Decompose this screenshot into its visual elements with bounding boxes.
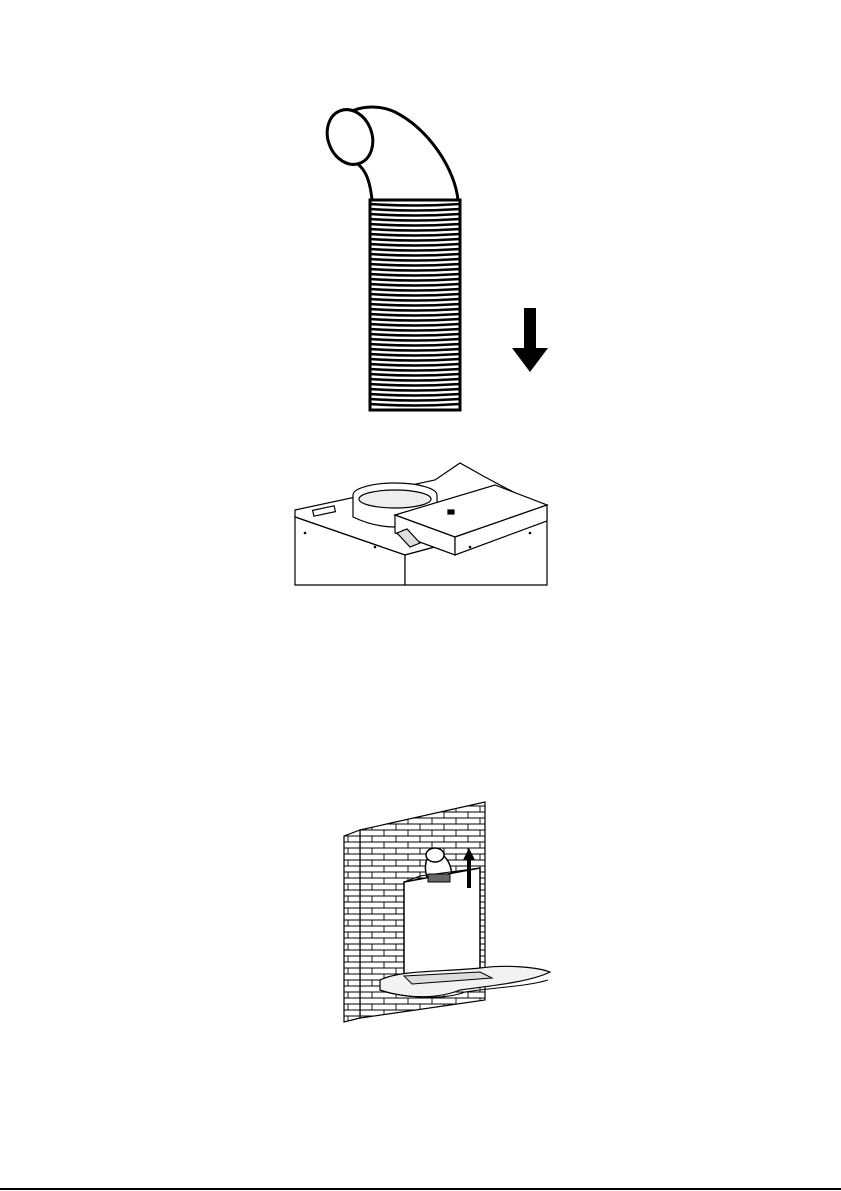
duct-rib <box>370 209 460 211</box>
arrow-down-icon <box>512 308 548 372</box>
duct-rib <box>370 354 460 356</box>
duct-rib <box>370 309 460 311</box>
hood-motor-housing-figure <box>285 455 565 590</box>
duct-rib <box>370 394 460 396</box>
duct-rib <box>370 249 460 251</box>
duct-rib <box>370 364 460 366</box>
duct-rib <box>370 374 460 376</box>
duct-rib <box>370 224 460 226</box>
duct-rib <box>370 324 460 326</box>
duct-rib <box>370 294 460 296</box>
duct-rib <box>370 234 460 236</box>
duct-rib <box>370 369 460 371</box>
duct-rib <box>370 269 460 271</box>
duct-rib <box>370 259 460 261</box>
duct-rib <box>370 214 460 216</box>
duct-rib <box>370 399 460 401</box>
duct-rib <box>370 219 460 221</box>
duct-rib <box>370 239 460 241</box>
duct-rib <box>370 274 460 276</box>
duct-corrugation <box>370 204 460 406</box>
hood-top-illustration <box>285 455 565 590</box>
duct-rib <box>370 384 460 386</box>
duct-rib <box>370 254 460 256</box>
page-bottom-rule <box>0 1188 841 1190</box>
wall-mounted-hood-figure <box>340 800 560 1025</box>
duct-rib <box>370 329 460 331</box>
duct-rib <box>370 344 460 346</box>
wall-install-illustration <box>340 800 560 1025</box>
duct-rib <box>370 264 460 266</box>
duct-rib <box>370 389 460 391</box>
duct-rib <box>370 334 460 336</box>
duct-rib <box>370 229 460 231</box>
duct-rib <box>370 304 460 306</box>
duct-rib <box>370 379 460 381</box>
duct-rib <box>370 284 460 286</box>
duct-rib <box>370 314 460 316</box>
duct-rib <box>370 289 460 291</box>
flexible-duct-figure <box>310 100 570 420</box>
duct-rib <box>370 404 460 406</box>
duct-rib <box>370 349 460 351</box>
duct-rib <box>370 299 460 301</box>
duct-rib <box>370 244 460 246</box>
duct-rib <box>370 359 460 361</box>
duct-rib <box>370 319 460 321</box>
duct-rib <box>370 339 460 341</box>
flexible-duct-illustration <box>310 100 570 420</box>
duct-rib <box>370 279 460 281</box>
duct-rib <box>370 204 460 206</box>
